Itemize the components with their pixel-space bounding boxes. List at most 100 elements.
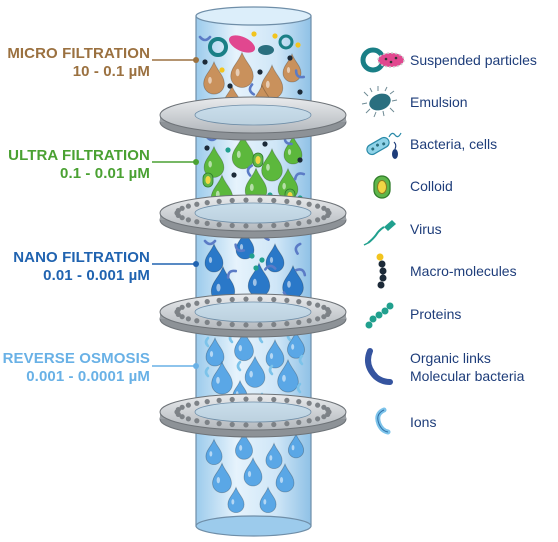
- proteins-icon: [365, 302, 394, 329]
- legend-label: Bacteria, cells: [410, 136, 498, 152]
- protein: [249, 253, 255, 259]
- stage-label-ultra: ULTRA FILTRATION 0.1 - 0.01 µM: [0, 147, 150, 183]
- drop-highlight: [269, 353, 274, 359]
- leader-dot: [193, 57, 199, 63]
- macro-molecule: [204, 145, 210, 151]
- macro-molecule: [297, 89, 303, 95]
- light-blue-drop: [234, 330, 254, 362]
- organic-link: [294, 242, 302, 255]
- macro-molecule: [227, 83, 233, 89]
- drop-highlight: [231, 499, 235, 505]
- stage-label-nano: NANO FILTRATION 0.01 - 0.001 µM: [0, 249, 150, 285]
- drop-highlight: [263, 499, 267, 505]
- suspended-particle-ring: [278, 34, 294, 50]
- light-blue-drop: [211, 360, 233, 395]
- micro-filtration-title: MICRO FILTRATION: [7, 45, 150, 62]
- filter-plate-4: [159, 393, 347, 438]
- macro-molecule: [287, 55, 293, 61]
- legend-bacteria-cells: Bacteria, cells: [358, 124, 497, 164]
- filtered-drop: [287, 432, 305, 459]
- legend-label: Organic links Molecular bacteria: [410, 350, 525, 384]
- macro-molecule: [262, 141, 268, 147]
- organic-link: [293, 172, 306, 181]
- brown-drop: [230, 51, 254, 88]
- filtered-drop: [243, 456, 263, 487]
- drop-highlight: [249, 183, 254, 191]
- macro-molecules-icon: [376, 253, 387, 289]
- ion: [236, 360, 242, 372]
- drop-highlight: [209, 451, 213, 457]
- suspended-particle: [228, 35, 256, 53]
- drop-highlight: [269, 257, 274, 263]
- organic-link: [203, 239, 217, 246]
- organic-link: [246, 164, 254, 177]
- drop-highlight: [291, 344, 295, 350]
- organic-link: [294, 268, 307, 277]
- drop-highlight: [286, 67, 291, 73]
- macro-molecule: [297, 157, 303, 163]
- drop-highlight: [239, 445, 243, 451]
- legend-ions: Ions: [358, 402, 436, 442]
- drop-highlight: [208, 257, 213, 263]
- colloid-particle: [252, 152, 264, 168]
- organic-link: [234, 243, 246, 253]
- legend-label: Emulsion: [410, 94, 468, 110]
- organic-link: [198, 35, 212, 42]
- suspended-particles-icon: [360, 47, 405, 73]
- green-drop: [203, 145, 225, 178]
- drop-highlight: [287, 149, 292, 155]
- drop-highlight: [252, 278, 257, 286]
- light-blue-drop: [277, 358, 299, 393]
- drop-highlight: [265, 80, 270, 88]
- legend-label: Proteins: [410, 306, 462, 322]
- legend-organic-links: Organic links Molecular bacteria: [358, 347, 524, 387]
- legend-macro-molecules: Macro-molecules: [358, 251, 517, 291]
- filter-plate-1: [159, 96, 347, 141]
- ion: [298, 354, 304, 366]
- drop-highlight: [238, 344, 243, 352]
- emulsion-icon: [361, 86, 398, 118]
- light-blue-drop: [265, 338, 285, 369]
- organic-links-icon: [365, 348, 393, 385]
- filter-membranes: [159, 96, 347, 438]
- green-drop: [283, 134, 303, 165]
- legend-label: Ions: [410, 414, 437, 430]
- legend-label: Colloid: [410, 178, 453, 194]
- filter-plate-2: [159, 194, 347, 239]
- organic-link: [294, 69, 306, 79]
- filtered-drop: [265, 442, 283, 469]
- bacteria-cells-icon: [366, 132, 402, 159]
- stage-label-micro: MICRO FILTRATION 10 - 0.1 µM: [0, 45, 150, 81]
- blue-drop: [204, 242, 224, 273]
- legend-virus: Virus: [358, 209, 442, 249]
- legend-proteins: Proteins: [358, 294, 461, 334]
- drop-highlight: [208, 76, 212, 84]
- drop-highlight: [279, 477, 284, 483]
- ultra-filtration-title: ULTRA FILTRATION: [8, 147, 150, 164]
- organic-link: [263, 264, 277, 271]
- legend-colloid: Colloid: [358, 166, 453, 206]
- filtered-drop: [205, 438, 223, 465]
- green-drop: [261, 147, 283, 182]
- stage-label-reverse: REVERSE OSMOSIS 0.001 - 0.0001 µM: [0, 350, 150, 386]
- macro-molecule-head: [219, 67, 225, 73]
- drop-highlight: [266, 163, 270, 171]
- ion: [296, 382, 302, 394]
- drop-highlight: [216, 476, 221, 484]
- brown-drop: [203, 60, 225, 95]
- membrane-pores: [174, 296, 332, 328]
- virus-icon: [363, 220, 396, 246]
- micro-filtration-range: 10 - 0.1 µM: [72, 63, 150, 80]
- macro-molecule: [231, 172, 237, 178]
- filtered-drop: [275, 462, 295, 493]
- macro-molecule: [202, 59, 208, 65]
- legend-label: Macro-molecules: [410, 263, 517, 279]
- drop-highlight: [216, 283, 221, 292]
- drop-highlight: [269, 455, 273, 461]
- drop-highlight: [239, 244, 244, 250]
- macro-molecule-head: [272, 33, 278, 39]
- nano-filtration-title: NANO FILTRATION: [13, 249, 150, 266]
- protein: [225, 147, 231, 153]
- drop-highlight: [236, 150, 241, 158]
